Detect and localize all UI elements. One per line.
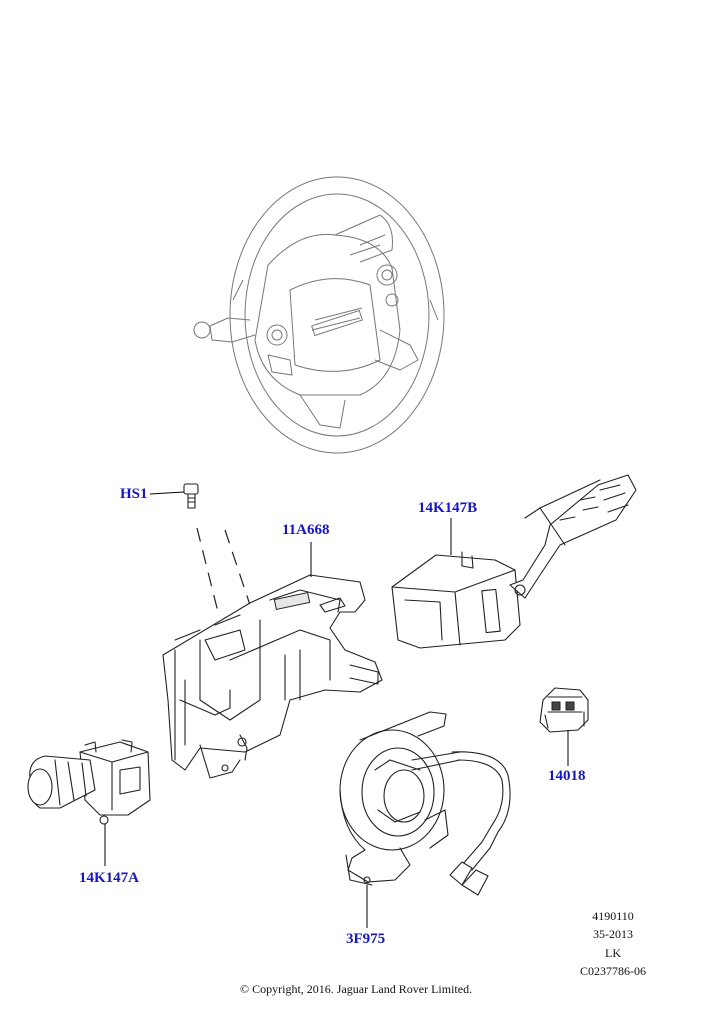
- label-11a668[interactable]: 11A668: [282, 522, 330, 538]
- bolt-hs1[interactable]: [183, 483, 199, 509]
- indicator-switch-14k147a[interactable]: [27, 739, 151, 825]
- label-14k147b[interactable]: 14K147B: [418, 500, 478, 516]
- shroud-bracket-11a668[interactable]: [162, 574, 383, 779]
- info-line-3: LK: [605, 946, 621, 960]
- label-hs1[interactable]: HS1: [120, 486, 148, 502]
- info-line-4: C0237786-06: [580, 964, 646, 978]
- steering-wheel-illustration: [193, 176, 445, 454]
- leader-hs1: [149, 491, 185, 495]
- info-line-2: 35-2013: [593, 927, 633, 941]
- installation-guide-lines: [196, 527, 251, 613]
- label-14018[interactable]: 14018: [548, 768, 586, 784]
- label-14k147a[interactable]: 14K147A: [79, 870, 139, 886]
- label-3f975[interactable]: 3F975: [346, 931, 386, 947]
- copyright-notice: © Copyright, 2016. Jaguar Land Rover Lim…: [240, 982, 473, 996]
- wiper-switch-14k147b[interactable]: [391, 474, 637, 649]
- info-line-1: 4190110: [592, 909, 634, 923]
- horn-switch-14018[interactable]: [539, 687, 589, 733]
- clockspring-3f975[interactable]: [339, 711, 511, 896]
